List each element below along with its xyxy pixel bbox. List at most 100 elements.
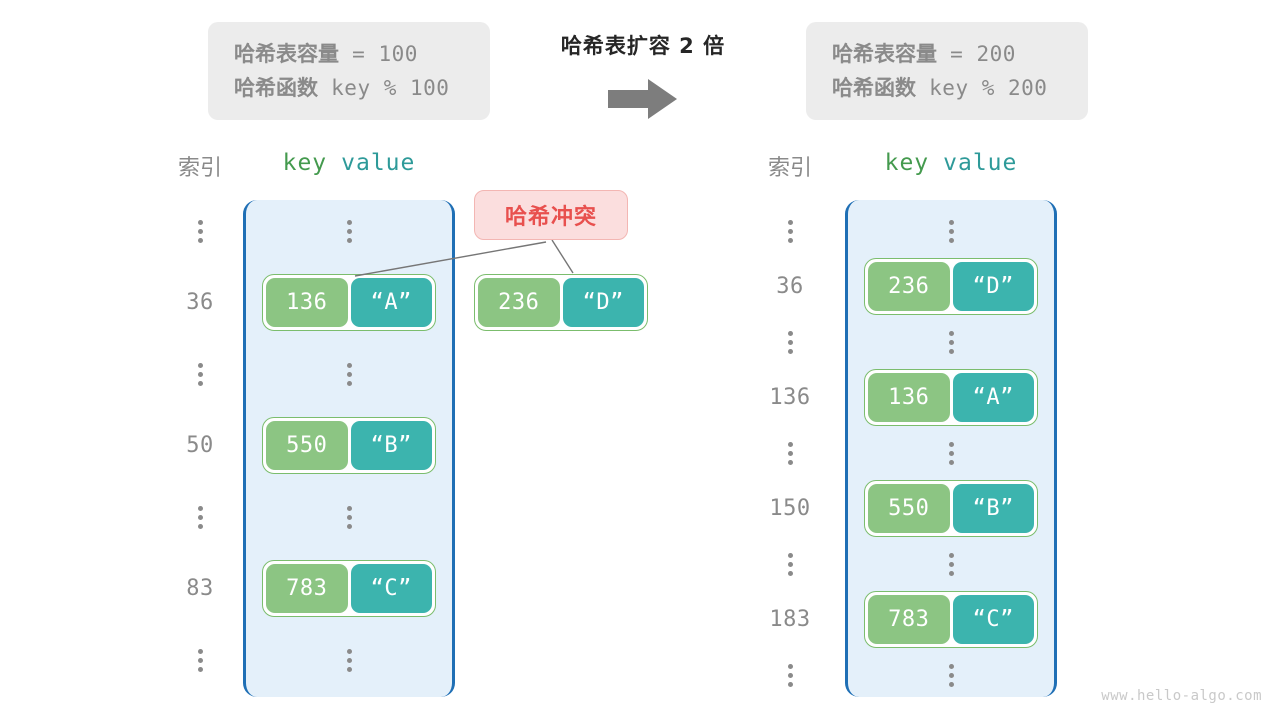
entry: 136“A” xyxy=(262,274,436,331)
entry: 550“B” xyxy=(262,417,436,474)
function-line-left: 哈希函数 key % 100 xyxy=(234,75,464,101)
capacity-label-right: 哈希表容量 xyxy=(832,42,937,66)
right-arrow-icon xyxy=(608,79,677,119)
entry-value: “D” xyxy=(562,278,644,327)
vertical-ellipsis-icon xyxy=(787,663,793,687)
capacity-line-left: 哈希表容量 = 100 xyxy=(234,41,464,67)
capacity-line-right: 哈希表容量 = 200 xyxy=(832,41,1062,67)
entry: 550“B” xyxy=(864,480,1038,537)
index-ellipsis xyxy=(750,313,830,371)
entry-key: 783 xyxy=(868,595,950,644)
index-ellipsis xyxy=(750,424,830,482)
index-header-left: 索引 xyxy=(177,156,222,181)
vertical-ellipsis-icon xyxy=(346,648,352,672)
bucket-ellipsis-row xyxy=(845,202,1057,260)
table-row: 550“B” xyxy=(845,480,1057,538)
bucket-ellipsis-row xyxy=(845,313,1057,371)
index-label: 36 xyxy=(186,290,214,315)
index-label: 136 xyxy=(769,385,811,410)
vertical-ellipsis-icon xyxy=(197,362,203,386)
table-row: 783“C” xyxy=(243,560,455,618)
vertical-ellipsis-icon xyxy=(346,362,352,386)
bucket-ellipsis-row xyxy=(845,535,1057,593)
index-ellipsis xyxy=(160,631,240,689)
vertical-ellipsis-icon xyxy=(787,441,793,465)
kv-header-right: key value xyxy=(845,150,1057,176)
kv-header-left: key value xyxy=(243,150,455,176)
index-ellipsis xyxy=(750,202,830,260)
table-row: 236“D” xyxy=(845,258,1057,316)
watermark: www.hello-algo.com xyxy=(1101,688,1262,704)
entry-value: “C” xyxy=(952,595,1034,644)
vertical-ellipsis-icon xyxy=(787,330,793,354)
collision-badge: 哈希冲突 xyxy=(474,190,628,240)
value-header-left: value xyxy=(341,150,416,176)
vertical-ellipsis-icon xyxy=(197,219,203,243)
index-ellipsis xyxy=(750,646,830,704)
entry-key: 783 xyxy=(266,564,348,613)
index-ellipsis xyxy=(160,488,240,546)
table-row: 136“A” xyxy=(243,274,455,332)
entry-key: 550 xyxy=(868,484,950,533)
transition-title: 哈希表扩容 2 倍 xyxy=(560,34,726,58)
key-header-left: key xyxy=(282,150,328,176)
entry-value: “B” xyxy=(350,421,432,470)
bucket-ellipsis-row xyxy=(845,646,1057,704)
entry-key: 550 xyxy=(266,421,348,470)
index-ellipsis xyxy=(160,345,240,403)
entry-key: 236 xyxy=(868,262,950,311)
entry-value: “D” xyxy=(952,262,1034,311)
table-row: 550“B” xyxy=(243,417,455,475)
capacity-label-left: 哈希表容量 xyxy=(234,42,339,66)
function-line-right: 哈希函数 key % 200 xyxy=(832,75,1062,101)
value-header-right: value xyxy=(943,150,1018,176)
entry-value: “A” xyxy=(350,278,432,327)
entry-value: “C” xyxy=(350,564,432,613)
index-ellipsis xyxy=(750,535,830,593)
vertical-ellipsis-icon xyxy=(197,505,203,529)
function-expr-left: key % 100 xyxy=(331,76,450,100)
index-header-right: 索引 xyxy=(767,156,812,181)
capacity-value-left: = 100 xyxy=(352,42,418,66)
function-label-right: 哈希函数 xyxy=(832,76,916,100)
index-label: 50 xyxy=(186,433,214,458)
vertical-ellipsis-icon xyxy=(948,552,954,576)
entry-key: 136 xyxy=(868,373,950,422)
key-header-right: key xyxy=(884,150,930,176)
table-row: 136“A” xyxy=(845,369,1057,427)
vertical-ellipsis-icon xyxy=(948,663,954,687)
entry-value: “B” xyxy=(952,484,1034,533)
index-label: 83 xyxy=(186,576,214,601)
entry-key: 136 xyxy=(266,278,348,327)
table-row: 783“C” xyxy=(845,591,1057,649)
capacity-value-right: = 200 xyxy=(950,42,1016,66)
hash-table-info-right: 哈希表容量 = 200 哈希函数 key % 200 xyxy=(806,22,1088,120)
entry: 236“D” xyxy=(864,258,1038,315)
bucket-ellipsis-row xyxy=(243,202,455,260)
vertical-ellipsis-icon xyxy=(346,505,352,529)
index-label: 183 xyxy=(769,607,811,632)
bucket-ellipsis-row xyxy=(243,488,455,546)
vertical-ellipsis-icon xyxy=(948,441,954,465)
entry-key: 236 xyxy=(478,278,560,327)
vertical-ellipsis-icon xyxy=(787,219,793,243)
index-label: 36 xyxy=(776,274,804,299)
function-label-left: 哈希函数 xyxy=(234,76,318,100)
hash-table-info-left: 哈希表容量 = 100 哈希函数 key % 100 xyxy=(208,22,490,120)
collision-entry: 236 “D” xyxy=(474,274,648,331)
entry-value: “A” xyxy=(952,373,1034,422)
entry: 783“C” xyxy=(864,591,1038,648)
vertical-ellipsis-icon xyxy=(948,330,954,354)
vertical-ellipsis-icon xyxy=(197,648,203,672)
vertical-ellipsis-icon xyxy=(948,219,954,243)
vertical-ellipsis-icon xyxy=(787,552,793,576)
vertical-ellipsis-icon xyxy=(346,219,352,243)
bucket-ellipsis-row xyxy=(243,345,455,403)
entry: 783“C” xyxy=(262,560,436,617)
bucket-ellipsis-row xyxy=(243,631,455,689)
entry: 136“A” xyxy=(864,369,1038,426)
bucket-ellipsis-row xyxy=(845,424,1057,482)
index-ellipsis xyxy=(160,202,240,260)
index-label: 150 xyxy=(769,496,811,521)
function-expr-right: key % 200 xyxy=(929,76,1048,100)
